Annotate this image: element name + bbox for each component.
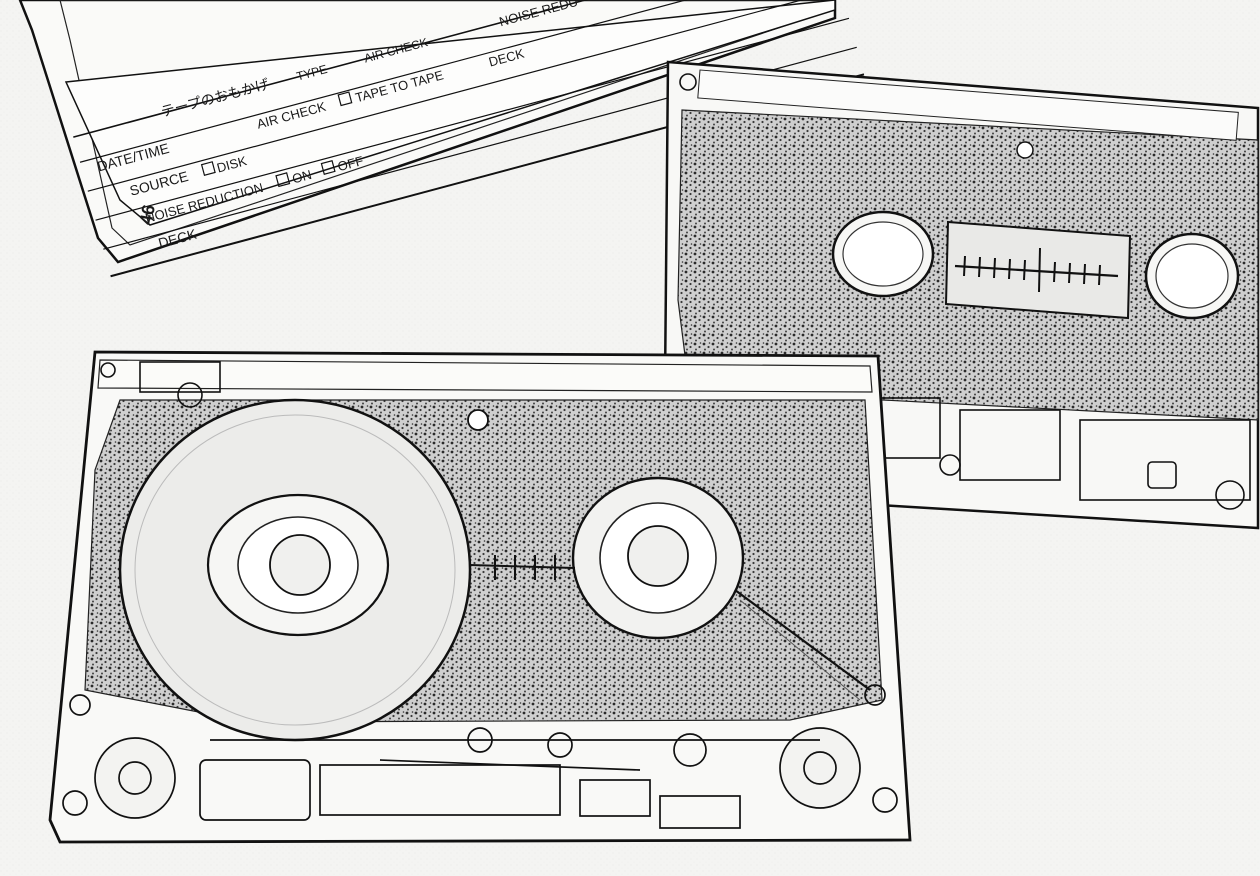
- tape-strand: [469, 564, 576, 569]
- cassette-case: テープのおもかげ TYPE AIR CHECK NOISE REDU DATE/…: [18, 0, 865, 278]
- inlay-on: ON: [291, 167, 314, 187]
- top-left-corner-detail: [100, 361, 221, 408]
- inlay-off: OFF: [336, 153, 365, 174]
- center-post: [467, 409, 489, 431]
- inlay-checkbox-tape-to-tape: [337, 91, 353, 107]
- tape-leader-edge: [739, 599, 861, 701]
- inlay-checkbox-off: [320, 160, 336, 175]
- inlay-checkbox-on: [275, 172, 291, 188]
- inlay-length-label: 46: [136, 203, 159, 226]
- shell-window-ticks: [963, 247, 1101, 293]
- inlay-card: [64, 0, 836, 226]
- inlay-checkbox-disk: [200, 161, 216, 177]
- case-inner-edge: [59, 0, 821, 246]
- open-cassette: [48, 350, 912, 844]
- guide-pin-row: [494, 555, 556, 580]
- tape-pack-ring: [134, 414, 456, 726]
- reel-spindle-right: [627, 525, 689, 587]
- shell-hub-hole-right-inner: [1155, 243, 1229, 309]
- shell-window-scale: [954, 264, 1119, 278]
- reel-spindle-left: [269, 534, 331, 596]
- tape-leader: [734, 589, 871, 691]
- shell-alignment-hole: [1016, 141, 1034, 159]
- bottom-mechanism: [62, 684, 898, 829]
- cassette-top-rim: [97, 359, 873, 393]
- shell-top-rim: [697, 69, 1239, 141]
- shell-hub-hole-left-inner: [842, 221, 924, 287]
